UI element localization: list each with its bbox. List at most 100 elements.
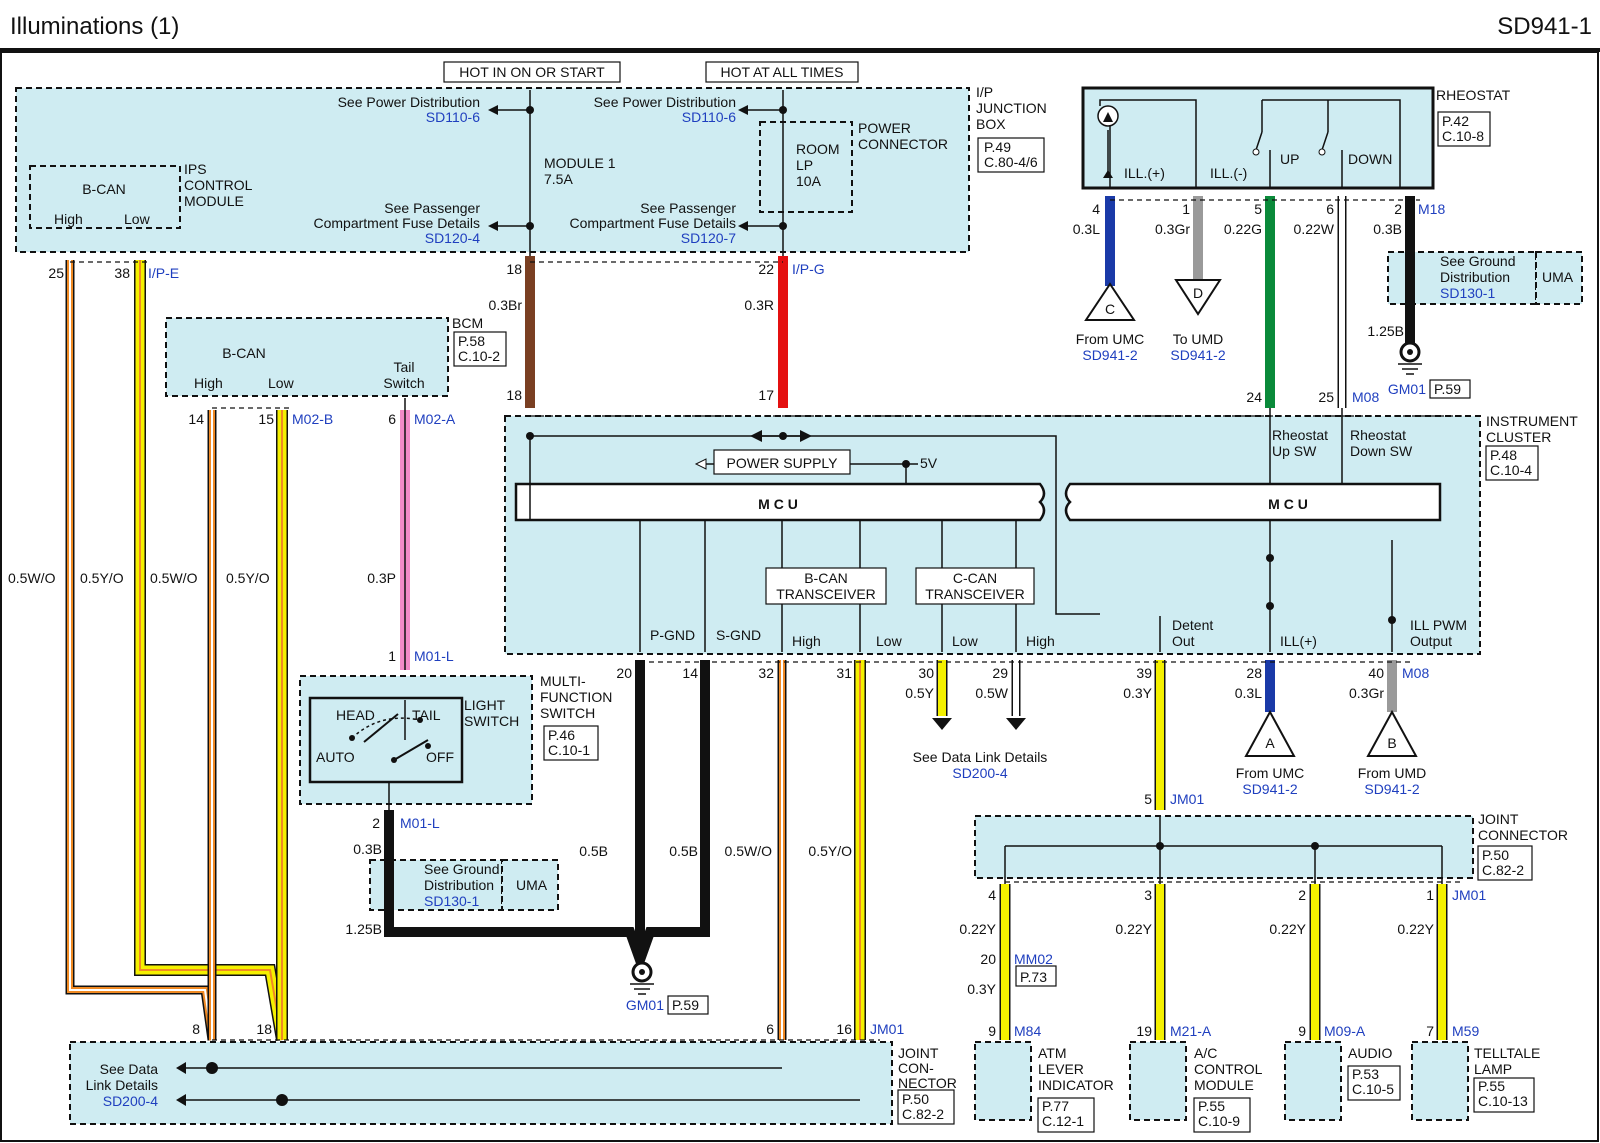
- wire-label-03b: 0.3B: [353, 841, 382, 857]
- gm01-page: P.59: [672, 997, 699, 1013]
- diagram-code: SD941-1: [1497, 13, 1592, 40]
- rheo-wire-03b: 0.3B: [1373, 221, 1402, 237]
- module-fuse-label: MODULE 1: [544, 155, 616, 171]
- power-connector: [759, 121, 853, 213]
- power-conn-2: CONNECTOR: [858, 136, 948, 152]
- pass-ref-right: SD120-7: [681, 230, 736, 246]
- rheostat-conn: C.10-8: [1442, 128, 1484, 144]
- ips-control-module: [29, 165, 181, 229]
- mfs-off: OFF: [426, 749, 454, 765]
- ipjb-name-1: I/P: [976, 84, 993, 100]
- cluster-page: P.48: [1490, 447, 1517, 463]
- bcm-ref-box: [453, 331, 507, 367]
- ac-ref-box: [1193, 1097, 1251, 1133]
- rheostat-up: UP: [1280, 151, 1299, 167]
- mfs-ref-box: [543, 725, 599, 761]
- pin-31: 31: [836, 665, 852, 681]
- offpage-b-ref: SD941-2: [1364, 781, 1419, 797]
- conn-m08-top: M08: [1352, 389, 1379, 405]
- rheo-pin-6: 6: [1326, 201, 1334, 217]
- ips-name-2: CONTROL: [184, 177, 253, 193]
- offpage-c: [1084, 282, 1136, 321]
- wire-label-05b-2: 0.5B: [669, 843, 698, 859]
- mfs-conn-top: M01-L: [414, 648, 454, 664]
- atm-ref-box: [1037, 1097, 1095, 1133]
- wire-label-pink: 0.3P: [367, 570, 396, 586]
- gm01-ref-box: [667, 995, 709, 1015]
- conn-ipg: I/P-G: [792, 261, 825, 277]
- instrument-cluster: [504, 415, 1481, 655]
- jc-bottom-ref-box: [897, 1089, 955, 1125]
- jc-bottom-name-1: JOINT: [898, 1045, 939, 1061]
- joint-connector-right: [974, 815, 1474, 879]
- ccan-transceiver-label-2: TRANSCEIVER: [925, 586, 1025, 602]
- pin-22: 22: [758, 261, 774, 277]
- audio-ref-box: [1347, 1065, 1401, 1101]
- bcm-conn-tail: M02-A: [414, 411, 456, 427]
- joint-pin-5: 5: [1144, 791, 1152, 807]
- wire-label-atm: 0.3Y: [967, 981, 996, 997]
- mm02-pin: 20: [980, 951, 996, 967]
- wire-label-05w: 0.5W: [975, 685, 1008, 701]
- offpage-b-letter: B: [1387, 735, 1396, 751]
- offpage-d-label: To UMD: [1173, 331, 1224, 347]
- atm-name-2: LEVER: [1038, 1061, 1084, 1077]
- atm-page: P.77: [1042, 1098, 1069, 1114]
- wire-label-3: 0.5W/O: [150, 570, 198, 586]
- wire-label-05b-1: 0.5B: [579, 843, 608, 859]
- ipjb-name-2: JUNCTION: [976, 100, 1047, 116]
- jc-pin-16: 16: [836, 1021, 852, 1037]
- ac-page: P.55: [1198, 1098, 1225, 1114]
- hot-on-box: [443, 61, 621, 83]
- mfs-tail: TAIL: [412, 707, 441, 723]
- labels: HOT IN ON OR START HOT AT ALL TIMES See …: [8, 64, 1578, 1129]
- ac-module-box: [1129, 1041, 1187, 1121]
- ccan-transceiver: [915, 567, 1035, 605]
- pin-17: 17: [758, 387, 774, 403]
- wire-label-05y: 0.5Y: [905, 685, 934, 701]
- bcm-page: P.58: [458, 333, 485, 349]
- cluster-pwm-2: Output: [1410, 633, 1452, 649]
- gm01-label: GM01: [626, 997, 664, 1013]
- cluster-5v: 5V: [920, 455, 938, 471]
- mfs-light-1: LIGHT: [464, 697, 506, 713]
- cluster-name-1: INSTRUMENT: [1486, 413, 1578, 429]
- mcu-label-right: M C U: [1268, 496, 1308, 512]
- wire-label-detent: 0.3Y: [1123, 685, 1152, 701]
- bcm-pin-low: 15: [258, 411, 274, 427]
- offpage-b: [1366, 709, 1418, 757]
- rheo-down-sw-2: Down SW: [1350, 443, 1413, 459]
- mcu-bar-right: [1064, 482, 1442, 522]
- offpage-c-letter: C: [1105, 301, 1115, 317]
- see-power-ref-left: SD110-6: [426, 109, 480, 125]
- wire-label-ill: 0.3L: [1235, 685, 1262, 701]
- wires-joint-loads: [999, 884, 1448, 1040]
- wire-label-red: 0.3R: [744, 297, 774, 313]
- gm01-ref-box-right: [1429, 379, 1471, 399]
- ips-conn: I/P-E: [148, 265, 179, 281]
- see-data-link: See Data Link Details: [913, 749, 1048, 765]
- m21-pin: 19: [1136, 1023, 1152, 1039]
- offpage-d: [1174, 279, 1222, 316]
- see-power-left: See Power Distribution: [338, 94, 480, 110]
- jc-bottom-name-3: NECTOR: [898, 1075, 957, 1091]
- rheo-pin-4: 4: [1092, 201, 1100, 217]
- cluster-bcan-high: High: [792, 633, 821, 649]
- ips-pin-low: 38: [114, 265, 130, 281]
- diagram-title: Illuminations (1): [10, 13, 179, 40]
- m59-pin: 7: [1426, 1023, 1434, 1039]
- rheo-pin-1: 1: [1182, 201, 1190, 217]
- wire-label-2: 0.5Y/O: [80, 570, 124, 586]
- bcan-transceiver: [765, 567, 887, 605]
- cluster-pwm-1: ILL PWM: [1410, 617, 1467, 633]
- cluster-ccan-high: High: [1026, 633, 1055, 649]
- junction-dots: [206, 106, 1396, 1106]
- ac-name-2: CONTROL: [1194, 1061, 1263, 1077]
- cluster-conn: C.10-4: [1490, 462, 1532, 478]
- offpage-a-letter: A: [1265, 735, 1275, 751]
- mfs-name-2: FUNCTION: [540, 689, 612, 705]
- bcm-low: Low: [268, 375, 295, 391]
- see-passenger-right-2: Compartment Fuse Details: [569, 215, 736, 231]
- bcm-pin-tail: 6: [388, 411, 396, 427]
- mfs-conn-bottom: M01-L: [400, 815, 440, 831]
